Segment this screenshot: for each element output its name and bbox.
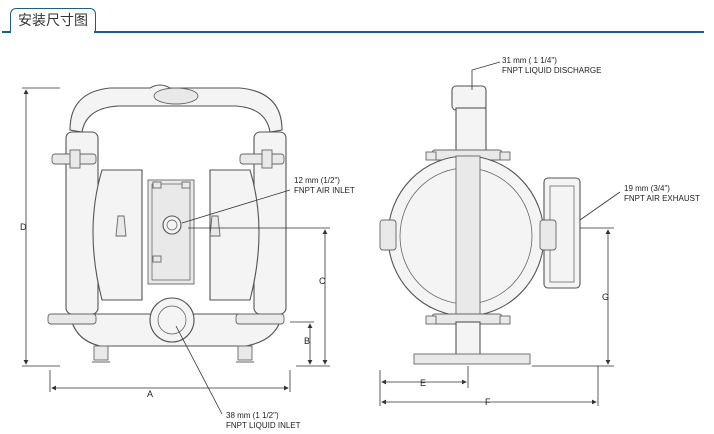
dimension-label-c: C <box>319 276 326 286</box>
callout-air-exhaust-size: 19 mm (3/4") <box>624 184 670 193</box>
dimension-label-g: G <box>602 292 609 302</box>
dimension-label-b: B <box>304 336 310 346</box>
callout-liquid-inlet: 38 mm (1 1/2") FNPT LIQUID INLET <box>226 411 301 430</box>
dimension-label-a: A <box>147 389 153 399</box>
callout-liquid-inlet-size: 38 mm (1 1/2") <box>226 411 279 420</box>
callout-liquid-discharge-name: FNPT LIQUID DISCHARGE <box>502 66 601 75</box>
page-title: 安装尺寸图 <box>10 8 96 33</box>
front-view-dimensions: D A C B <box>20 87 330 415</box>
callout-air-exhaust: 19 mm (3/4") FNPT AIR EXHAUST <box>624 184 700 203</box>
callout-air-inlet-size: 12 mm (1/2") <box>294 176 340 185</box>
callout-liquid-discharge-size: 31 mm ( 1 1/4") <box>502 56 557 65</box>
header-rule-left <box>2 31 10 33</box>
header-rule <box>94 31 704 33</box>
callout-air-inlet-name: FNPT AIR INLET <box>294 186 355 195</box>
side-view-pump <box>379 85 581 365</box>
callout-air-exhaust-name: FNPT AIR EXHAUST <box>624 194 700 203</box>
callout-liquid-inlet-name: FNPT LIQUID INLET <box>226 421 301 430</box>
dimension-label-f: F <box>485 397 491 407</box>
front-view-pump <box>47 84 287 363</box>
callout-liquid-discharge: 31 mm ( 1 1/4") FNPT LIQUID DISCHARGE <box>502 56 601 75</box>
callout-air-inlet: 12 mm (1/2") FNPT AIR INLET <box>294 176 355 195</box>
dimension-label-d: D <box>20 222 27 232</box>
side-view-dimensions: E F G <box>379 61 621 407</box>
dimension-label-e: E <box>420 378 426 388</box>
